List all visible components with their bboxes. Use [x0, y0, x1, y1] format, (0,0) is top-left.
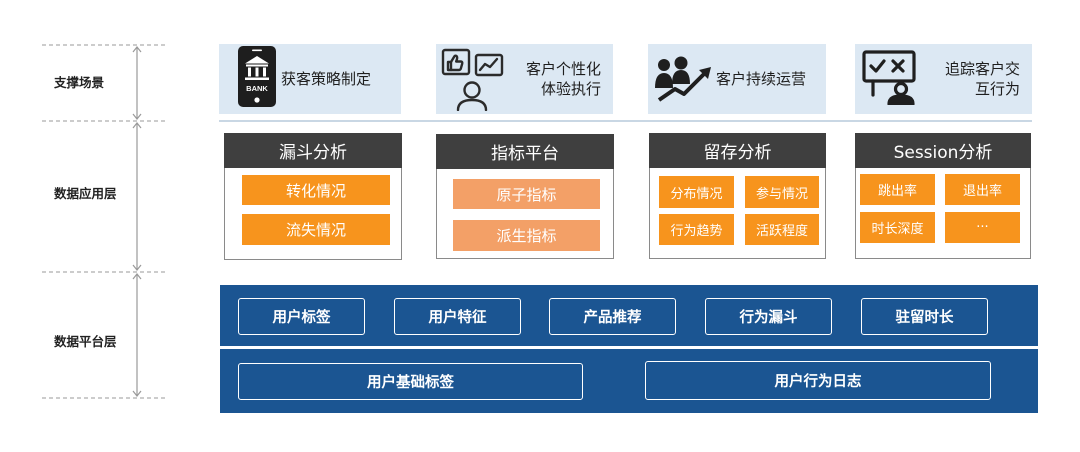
scenario-label-line: 互行为	[974, 80, 1020, 98]
platform-feature-box: 驻留时长	[861, 298, 988, 335]
module-item: 流失情况	[242, 214, 390, 245]
module-session-analysis: Session分析 跳出率 退出率 时长深度 ···	[855, 133, 1031, 259]
scenario-label-line: 客户持续运营	[716, 70, 807, 88]
platform-feature-box: 行为漏斗	[705, 298, 832, 335]
module-item: 分布情况	[659, 176, 734, 208]
module-title: 留存分析	[649, 133, 826, 168]
layer-label-application: 数据应用层	[54, 186, 117, 201]
layer-span-arrow-application	[132, 122, 142, 271]
layer-span-arrow-scenarios	[132, 46, 142, 120]
layer-guides	[42, 44, 165, 399]
module-item: 活跃程度	[745, 214, 819, 245]
scenario-label: 获客策略制定	[281, 69, 371, 89]
scenario-label-line: 追踪客户交	[944, 60, 1020, 78]
module-item: 原子指标	[453, 179, 600, 209]
module-item: 派生指标	[453, 220, 600, 251]
platform-feature-band: 用户标签 用户特征 产品推荐 行为漏斗 驻留时长	[220, 285, 1038, 346]
module-metrics-platform: 指标平台 原子指标 派生指标	[436, 134, 614, 259]
platform-feature-box: 用户标签	[238, 298, 365, 335]
scenario-label-line: 体验执行	[540, 80, 601, 98]
layer-span-arrow-platform	[132, 273, 142, 397]
module-item: 时长深度	[860, 212, 935, 243]
module-retention-analysis: 留存分析 分布情况 参与情况 行为趋势 活跃程度	[649, 133, 826, 259]
module-title: 指标平台	[436, 134, 614, 169]
scenario-card-operation: 客户持续运营	[648, 44, 826, 114]
module-item: 退出率	[945, 174, 1020, 205]
scenario-divider	[219, 120, 1032, 122]
module-item: 参与情况	[745, 176, 819, 208]
layer-label-scenarios: 支撑场景	[54, 75, 105, 90]
module-item: ···	[945, 212, 1020, 243]
presentation-tracking-icon	[861, 49, 919, 106]
module-item: 行为趋势	[659, 214, 734, 245]
scenario-label-line: 获客策略制定	[281, 70, 372, 88]
module-title: 漏斗分析	[224, 133, 402, 168]
scenario-label: 客户个性化 体验执行	[526, 59, 601, 99]
platform-feature-box: 产品推荐	[549, 298, 676, 335]
scenario-card-tracking: 追踪客户交 互行为	[855, 44, 1032, 114]
module-title: Session分析	[855, 133, 1031, 168]
module-item: 转化情况	[242, 175, 390, 205]
module-funnel-analysis: 漏斗分析 转化情况 流失情况	[224, 133, 402, 260]
platform-data-box: 用户基础标签	[238, 363, 583, 400]
platform-data-band: 用户基础标签 用户行为日志	[220, 349, 1038, 413]
scenario-label: 追踪客户交 互行为	[945, 59, 1020, 99]
bank-icon-label: BANK	[246, 84, 268, 93]
scenario-card-personalization: 客户个性化 体验执行	[436, 44, 613, 114]
platform-feature-box: 用户特征	[394, 298, 521, 335]
module-item: 跳出率	[860, 174, 935, 205]
scenario-label-line: 客户个性化	[525, 60, 601, 78]
layer-label-platform: 数据平台层	[54, 334, 117, 349]
bank-phone-icon: BANK	[237, 45, 277, 108]
scenario-card-acquisition: BANK 获客策略制定	[219, 44, 401, 114]
personalized-experience-icon	[440, 47, 506, 112]
platform-data-box: 用户行为日志	[645, 361, 991, 400]
scenario-label: 客户持续运营	[716, 69, 806, 89]
growth-team-icon	[655, 56, 713, 102]
